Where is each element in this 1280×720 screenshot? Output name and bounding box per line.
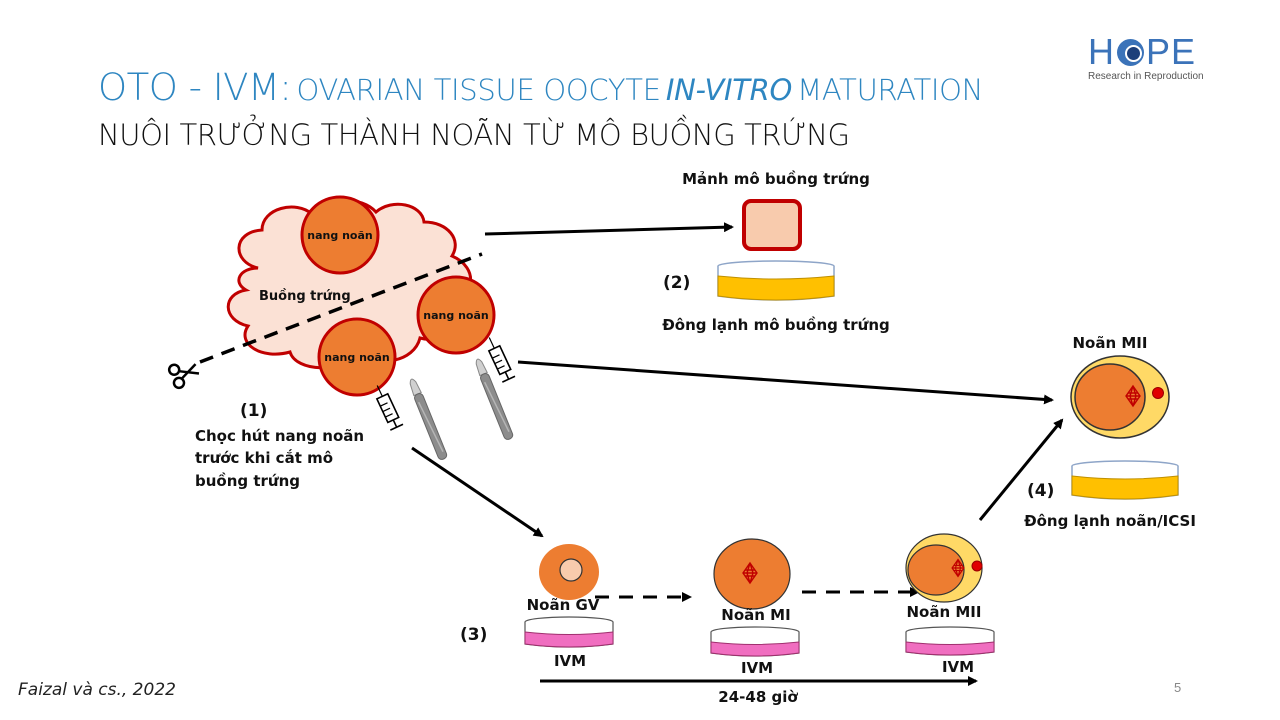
freeze-dish-tissue	[717, 260, 835, 301]
step1-line2: trước khi cắt mô	[195, 448, 333, 467]
polar-body	[1152, 387, 1164, 399]
mii-oocyte-final	[1070, 355, 1170, 439]
hope-logo: H PE Research in Reproduction	[1088, 34, 1204, 83]
title-sub-2: MATURATION	[797, 73, 984, 107]
freeze-dish-oocyte	[1071, 460, 1179, 500]
arrow-to-tissue	[484, 222, 734, 236]
gv-oocyte	[539, 544, 599, 600]
ivm-dish-mi	[710, 626, 800, 657]
arrow-to-gv	[411, 446, 544, 538]
freeze-tissue-label: Đông lạnh mô buồng trứng	[662, 315, 890, 334]
title-sub-italic: IN-VITRO	[665, 73, 793, 107]
logo-letters-pe: PE	[1146, 31, 1197, 72]
logo-tagline: Research in Reproduction	[1088, 71, 1204, 82]
step1-line1: Chọc hút nang noãn	[195, 427, 364, 445]
slide-title: OTO - IVM: OVARIAN TISSUE OOCYTE IN-VITR…	[98, 66, 983, 109]
step4-number: (4)	[1027, 481, 1054, 501]
mii-oocyte	[905, 533, 983, 603]
page-number: 5	[1174, 680, 1182, 695]
arrow-to-mii-final	[978, 418, 1064, 521]
step3-number: (3)	[460, 625, 487, 645]
mi-oocyte	[713, 538, 791, 610]
follicle-top: nang noãn	[300, 195, 380, 275]
cut-line	[199, 252, 483, 364]
duration-label: 24-48 giờ	[718, 688, 798, 706]
gv-dish-label: IVM	[554, 652, 586, 670]
ovary-label: Buồng trứng	[259, 289, 351, 304]
mi-label: Noãn MI	[721, 606, 790, 624]
follicle-label: nang noãn	[324, 351, 389, 364]
germinal-vesicle	[559, 558, 583, 582]
freeze-oocyte-label: Đông lạnh noãn/ICSI	[1024, 512, 1196, 530]
follicle-label: nang noãn	[307, 229, 372, 242]
tissue-fragment	[742, 199, 802, 251]
gv-label: Noãn GV	[527, 596, 600, 614]
eye-icon	[1117, 38, 1144, 66]
step1-number: (1)	[240, 401, 267, 421]
arrow-to-mii-direct	[517, 360, 1054, 405]
follicle-right: nang noãn	[416, 275, 496, 355]
tissue-label: Mảnh mô buồng trứng	[682, 169, 870, 188]
logo-letter-h: H	[1088, 31, 1115, 72]
step2-number: (2)	[663, 273, 690, 293]
mii-dish-label: IVM	[942, 658, 974, 676]
logo-wordmark: H PE	[1088, 34, 1204, 70]
slide-subtitle: NUÔI TRƯỞNG THÀNH NOÃN TỪ MÔ BUỒNG TRỨNG	[98, 118, 850, 152]
citation: Faizal và cs., 2022	[18, 680, 176, 700]
scissors-icon	[167, 363, 200, 390]
follicle-bottom: nang noãn	[317, 317, 397, 397]
mi-dish-label: IVM	[741, 659, 773, 677]
ivm-dish-mii	[905, 626, 995, 656]
mii-final-label: Noãn MII	[1073, 334, 1148, 352]
title-sub-1: OVARIAN TISSUE OOCYTE	[296, 73, 661, 107]
step1-line3: buồng trứng	[195, 471, 300, 490]
mii-label: Noãn MII	[907, 603, 982, 621]
ivm-dish-gv	[524, 616, 614, 648]
title-main: OTO - IVM:	[98, 66, 292, 109]
polar-body	[971, 560, 983, 572]
follicle-label: nang noãn	[423, 309, 488, 322]
